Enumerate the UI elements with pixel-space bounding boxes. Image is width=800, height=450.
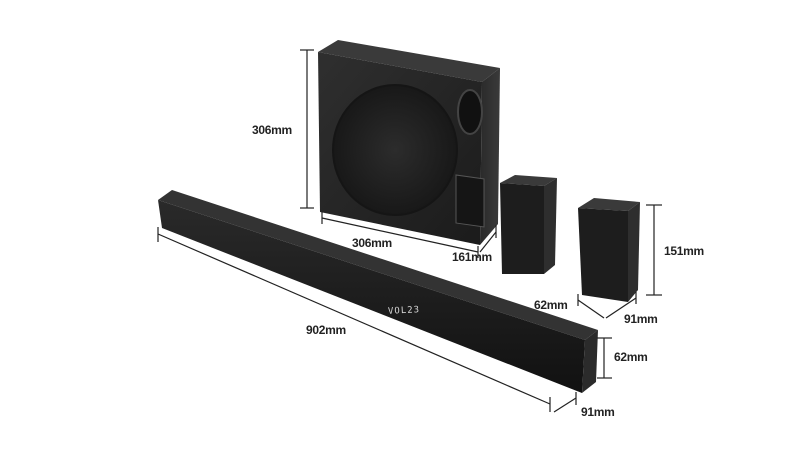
rear-depth-line — [605, 297, 637, 319]
subwoofer-side — [480, 68, 500, 245]
bar-height-label: 62mm — [614, 350, 648, 364]
rear-depth-label: 91mm — [624, 312, 658, 326]
rear-right-front — [578, 208, 628, 302]
subwoofer-top — [318, 40, 500, 82]
rear-height-label: 151mm — [664, 244, 704, 258]
rear-left-front — [500, 183, 544, 274]
soundbar-display: VOL23 — [387, 305, 421, 317]
subwoofer-driver — [332, 84, 458, 216]
subwoofer-rear-panel — [455, 174, 485, 228]
rear-left-side — [544, 178, 557, 274]
rear-right-top — [578, 198, 640, 211]
bar-depth-line — [553, 397, 577, 413]
rear-speaker-left — [500, 175, 557, 274]
rear-left-top — [500, 175, 557, 186]
rear-speaker-right — [578, 198, 640, 302]
sub-depth-line — [479, 231, 497, 253]
soundbar-end — [582, 330, 598, 393]
bar-width-line — [157, 233, 551, 405]
subwoofer-depth-label: 161mm — [452, 250, 492, 264]
subwoofer-port — [457, 89, 483, 135]
rear-right-side — [628, 202, 640, 302]
rear-width-label: 62mm — [534, 298, 568, 312]
bar-width-label: 902mm — [306, 323, 346, 337]
sub-width-line — [321, 217, 479, 253]
soundbar-top — [158, 190, 598, 340]
bar-depth-label: 91mm — [581, 405, 615, 419]
subwoofer-width-label: 306mm — [352, 236, 392, 250]
soundbar-front — [158, 200, 585, 393]
subwoofer — [318, 40, 500, 245]
rear-width-line — [577, 299, 605, 319]
dimension-lines — [157, 49, 662, 413]
soundbar — [158, 190, 598, 393]
subwoofer-height-label: 306mm — [252, 123, 292, 137]
